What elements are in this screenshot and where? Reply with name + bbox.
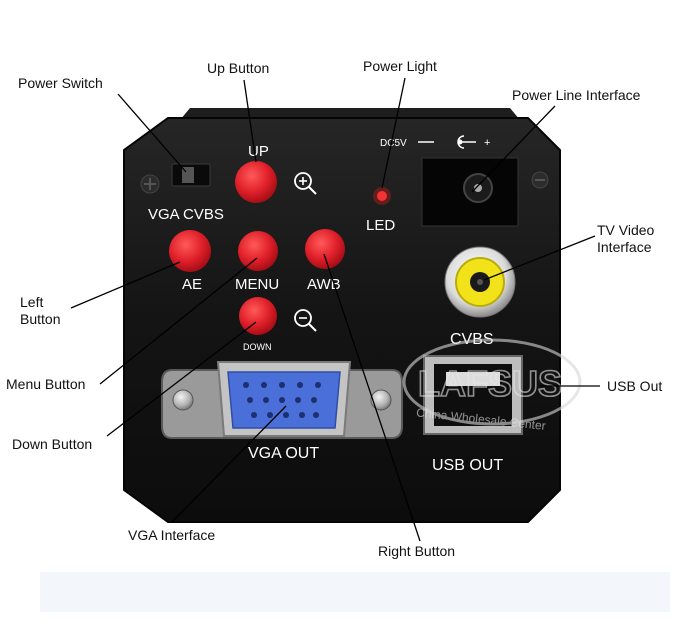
usb-out-callout: USB Out	[607, 378, 663, 394]
left-button[interactable]	[169, 230, 211, 272]
vga-interface-callout: VGA Interface	[128, 527, 216, 543]
led-label: LED	[366, 217, 395, 234]
watermark-brand: LAFSUS	[418, 363, 562, 404]
screw-icon	[140, 174, 160, 194]
leader-left	[70, 261, 181, 309]
up-button[interactable]	[235, 161, 277, 203]
down-button-callout: Down Button	[12, 436, 93, 452]
dc-polarity-icon: +	[418, 135, 490, 149]
usb-out[interactable]	[423, 355, 523, 435]
power-switch[interactable]	[171, 163, 211, 187]
zoom-out-icon	[294, 309, 317, 332]
leader-power-light	[381, 77, 406, 189]
down-button[interactable]	[239, 297, 277, 335]
zoom-in-icon	[294, 172, 317, 195]
up-button-callout: Up Button	[207, 60, 270, 76]
right-button-callout: Right Button	[378, 543, 456, 559]
led-indicator	[373, 187, 391, 205]
tv-video-callout-line2: Interface	[597, 239, 652, 255]
leader-tv-video	[483, 235, 596, 281]
menu-label: MENU	[235, 276, 279, 293]
tv-video-interface[interactable]	[444, 246, 516, 318]
left-button-callout-line1: Left	[20, 294, 44, 310]
screw-icon	[531, 171, 549, 189]
leader-power-line	[471, 105, 556, 193]
vga-cvbs-label: VGA CVBS	[148, 206, 224, 223]
menu-button[interactable]	[238, 231, 278, 271]
leader-right	[323, 253, 421, 542]
up-label: UP	[248, 143, 269, 160]
leader-menu	[99, 257, 258, 385]
usb-out-label: USB OUT	[432, 457, 503, 474]
down-label: DOWN	[243, 342, 272, 352]
vga-interface[interactable]	[161, 361, 403, 439]
power-light-callout: Power Light	[363, 58, 437, 74]
left-button-callout-line2: Button	[20, 311, 61, 327]
ae-label: AE	[182, 276, 202, 293]
menu-button-callout: Menu Button	[6, 376, 86, 392]
svg-text:+: +	[484, 137, 490, 149]
leader-up	[243, 79, 257, 163]
floor-reflection	[40, 572, 670, 612]
right-button[interactable]	[305, 229, 345, 269]
power-switch-callout: Power Switch	[18, 75, 103, 91]
tv-video-callout-line1: TV Video	[597, 222, 655, 238]
dc-label: DC5V	[380, 138, 407, 149]
leader-lines	[70, 77, 600, 542]
leader-vga	[171, 405, 287, 523]
leader-down	[106, 321, 257, 437]
vga-out-label: VGA OUT	[248, 445, 319, 462]
leader-power-switch	[117, 93, 187, 173]
power-line-callout: Power Line Interface	[512, 87, 641, 103]
power-line-interface[interactable]	[421, 157, 519, 227]
